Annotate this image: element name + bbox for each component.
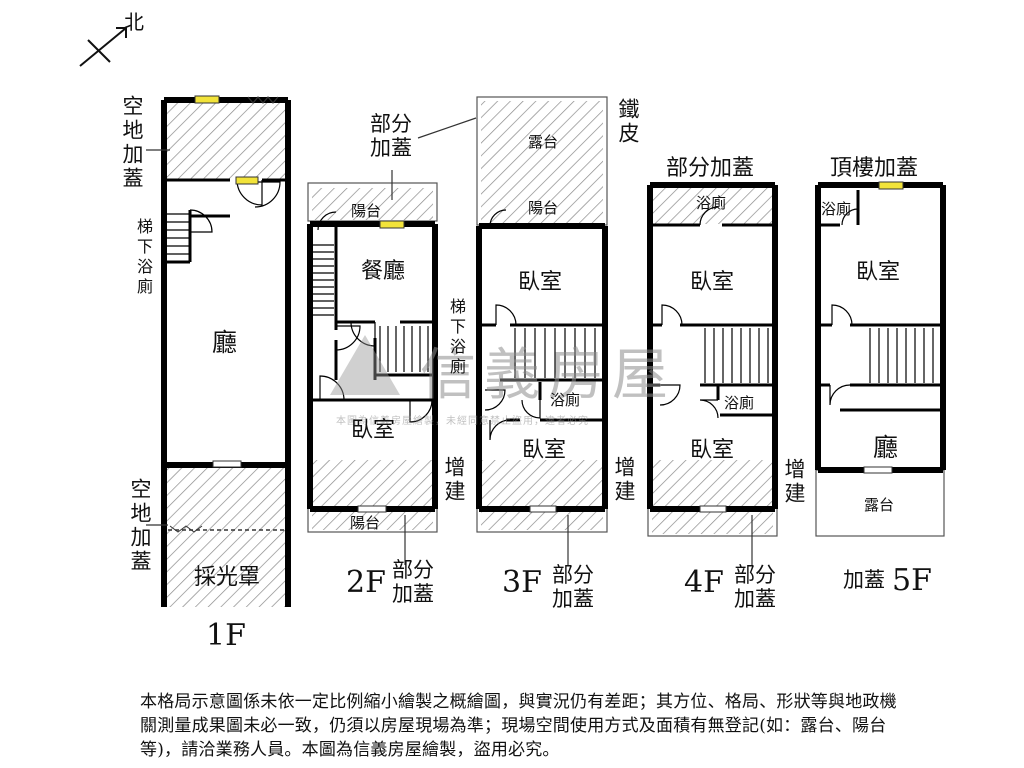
f2-balcony-bottom: 陽台 [350, 514, 381, 532]
f5-floor-label: 5F [892, 563, 932, 598]
f5-bath: 浴廁 [821, 200, 852, 218]
f5-note-bottom: 加蓋 [843, 568, 885, 592]
f1-floor-label: 1F [206, 618, 246, 653]
f3-balcony: 陽台 [528, 199, 559, 217]
f4-note-bottom: 部分加蓋 [734, 563, 776, 611]
f1-skylight-label: 採光罩 [194, 565, 261, 590]
f4-bath-mid: 浴廁 [724, 394, 755, 412]
f2-floor-label: 2F [346, 565, 386, 600]
f3-bath: 浴廁 [550, 391, 581, 409]
f5-hall: 廳 [873, 433, 899, 462]
f2-dining-label: 餐廳 [361, 259, 406, 284]
f2-extension: 增建 [442, 456, 466, 504]
f1-stair-bath: 梯下浴廁 [134, 218, 153, 298]
f1-top-note: 空地加蓋 [120, 95, 144, 191]
f3-iron-sheet: 鐵皮 [616, 98, 640, 146]
f5-terrace: 露台 [864, 496, 895, 514]
floor-2f-plan [307, 182, 438, 533]
f2-bedroom-label: 臥室 [351, 418, 396, 443]
f4-bedroom2: 臥室 [690, 438, 735, 463]
f3-note-bottom: 部分加蓋 [552, 563, 594, 611]
f4-bedroom1: 臥室 [690, 270, 735, 295]
f2-balcony-top: 陽台 [351, 202, 382, 220]
f3-bedroom1: 臥室 [518, 270, 563, 295]
floor-5f-plan [815, 181, 946, 537]
f4-bath-top: 浴廁 [696, 194, 727, 212]
f5-note-top: 頂樓加蓋 [830, 156, 919, 181]
f4-extension: 增建 [782, 458, 806, 506]
f1-bottom-note: 空地加蓋 [128, 478, 152, 574]
f3-bedroom2: 臥室 [522, 438, 567, 463]
f2-note-bottom: 部分加蓋 [392, 558, 434, 606]
f4-note-top: 部分加蓋 [666, 156, 755, 181]
watermark-sub: 本圖為信義房屋繪製，未經同意禁止盜用，違者必究 [336, 416, 589, 427]
north-label: 北 [124, 10, 144, 34]
f5-bedroom: 臥室 [856, 260, 901, 285]
floor-3f-plan [417, 96, 608, 533]
disclaimer-text: 本格局示意圖係未依一定比例縮小繪製之概繪圖，與實況仍有差距；其方位、格局、形狀等… [140, 692, 897, 760]
f2-stair-bath: 梯下浴廁 [447, 298, 466, 378]
floor-1f-plan [161, 95, 291, 607]
f3-extension: 增建 [612, 456, 636, 504]
north-arrow-icon [79, 27, 127, 67]
floor-4f-plan [647, 182, 778, 537]
f4-floor-label: 4F [684, 565, 724, 600]
f3-floor-label: 3F [502, 565, 542, 600]
f1-hall-label: 廳 [212, 328, 238, 357]
f2-note-top: 部分加蓋 [370, 112, 412, 160]
watermark-brand: 信義房屋 [420, 343, 676, 408]
f3-terrace: 露台 [528, 133, 559, 151]
